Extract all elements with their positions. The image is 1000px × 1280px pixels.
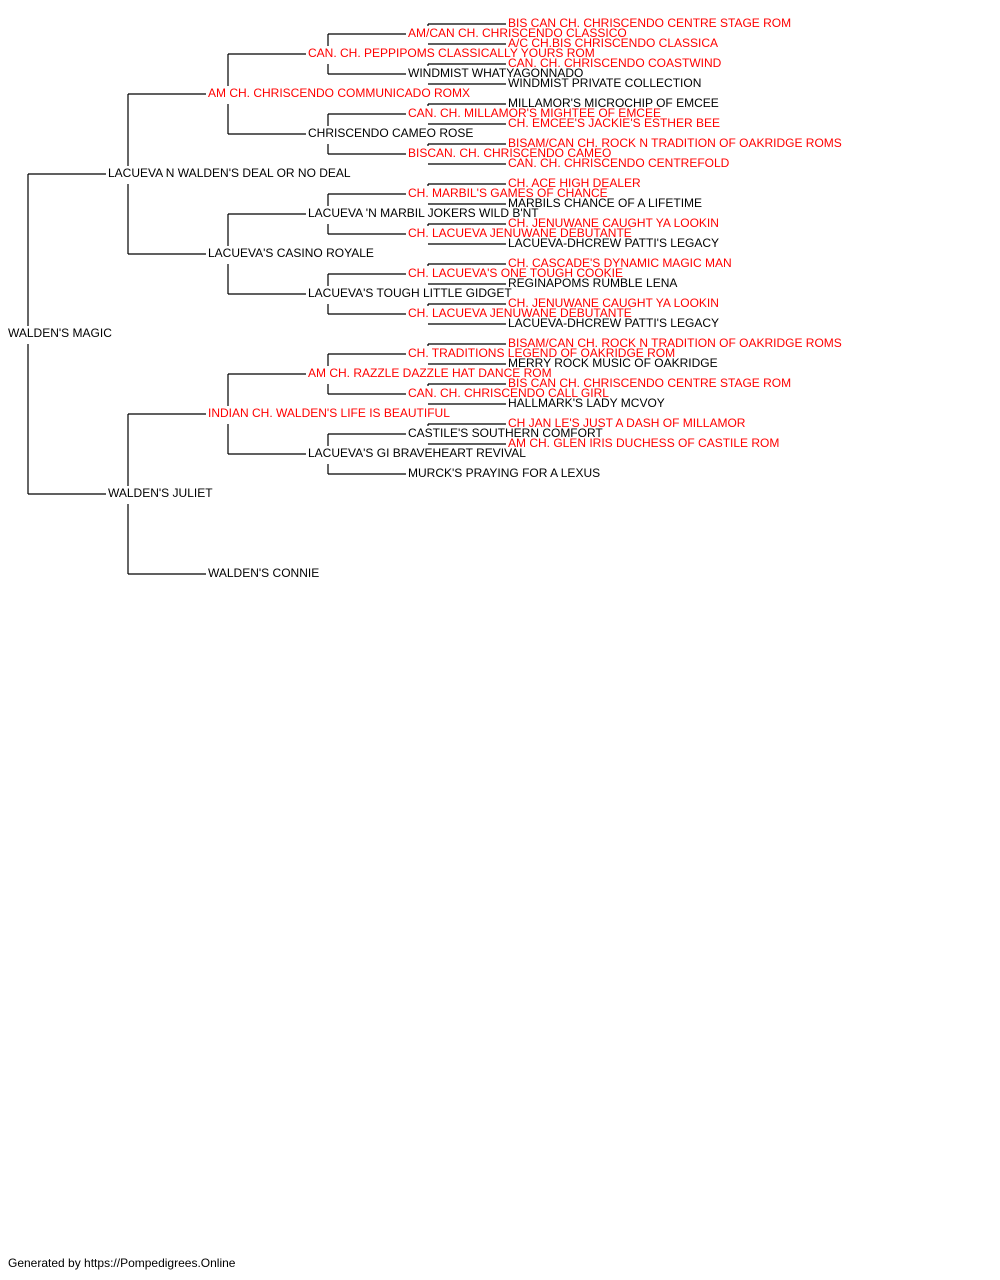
ancestor-name: BIS CAN CH. CHRISCENDO CENTRE STAGE ROM bbox=[508, 16, 791, 30]
ancestor-name: WALDEN'S CONNIE bbox=[208, 566, 319, 580]
ancestor-name: CAN. CH. MILLAMOR'S MIGHTEE OF EMCEE bbox=[408, 106, 661, 120]
ancestor-name: LACUEVA'S GI BRAVEHEART REVIVAL bbox=[308, 446, 526, 460]
ancestor-name: BISAM/CAN CH. ROCK N TRADITION OF OAKRID… bbox=[508, 336, 842, 350]
ancestor-name: BISCAN. CH. CHRISCENDO CAMEO bbox=[408, 146, 611, 160]
ancestor-name: INDIAN CH. WALDEN'S LIFE IS BEAUTIFUL bbox=[208, 406, 450, 420]
ancestor-name: BISAM/CAN CH. ROCK N TRADITION OF OAKRID… bbox=[508, 136, 842, 150]
ancestor-name: MARBILS CHANCE OF A LIFETIME bbox=[508, 196, 702, 210]
ancestor-name: CH. TRADITIONS LEGEND OF OAKRIDGE ROM bbox=[408, 346, 675, 360]
ancestor-name: CAN. CH. CHRISCENDO CALL GIRL bbox=[408, 386, 609, 400]
ancestor-name: LACUEVA 'N MARBIL JOKERS WILD B'NT bbox=[308, 206, 539, 220]
pedigree-names: WALDEN'S MAGIC LACUEVA N WALDEN'S DEAL OR… bbox=[8, 16, 842, 580]
ancestor-name: A/C CH.BIS CHRISCENDO CLASSICA bbox=[508, 36, 718, 50]
ancestor-name: AM CH. CHRISCENDO COMMUNICADO ROMX bbox=[208, 86, 470, 100]
ancestor-name: CAN. CH. CHRISCENDO CENTREFOLD bbox=[508, 156, 730, 170]
ancestor-name: MURCK'S PRAYING FOR A LEXUS bbox=[408, 466, 600, 480]
ancestor-name: MILLAMOR'S MICROCHIP OF EMCEE bbox=[508, 96, 719, 110]
ancestor-name: HALLMARK'S LADY MCVOY bbox=[508, 396, 665, 410]
ancestor-name: REGINAPOMS RUMBLE LENA bbox=[508, 276, 677, 290]
ancestor-name: CH. CASCADE'S DYNAMIC MAGIC MAN bbox=[508, 256, 732, 270]
ancestor-name: CAN. CH. PEPPIPOMS CLASSICALLY YOURS ROM bbox=[308, 46, 595, 60]
ancestor-name: LACUEVA-DHCREW PATTI'S LEGACY bbox=[508, 236, 719, 250]
ancestor-name: CH. LACUEVA JENUWANE DEBUTANTE bbox=[408, 226, 632, 240]
ancestor-name: AM CH. RAZZLE DAZZLE HAT DANCE ROM bbox=[308, 366, 552, 380]
ancestor-name: LACUEVA'S TOUGH LITTLE GIDGET bbox=[308, 286, 512, 300]
ancestor-name: AM CH. GLEN IRIS DUCHESS OF CASTILE ROM bbox=[508, 436, 779, 450]
subject-name: WALDEN'S MAGIC bbox=[8, 326, 112, 340]
pedigree-connectors bbox=[27, 23, 506, 575]
ancestor-name: LACUEVA-DHCREW PATTI'S LEGACY bbox=[508, 316, 719, 330]
ancestor-name: CH. JENUWANE CAUGHT YA LOOKIN bbox=[508, 296, 719, 310]
ancestor-name: CH. JENUWANE CAUGHT YA LOOKIN bbox=[508, 216, 719, 230]
ancestor-name: CHRISCENDO CAMEO ROSE bbox=[308, 126, 473, 140]
ancestor-name: LACUEVA'S CASINO ROYALE bbox=[208, 246, 374, 260]
ancestor-name: CH. LACUEVA JENUWANE DEBUTANTE bbox=[408, 306, 632, 320]
ancestor-name: WINDMIST WHATYAGONNADO bbox=[408, 66, 583, 80]
ancestor-name: CH. MARBIL'S GAMES OF CHANCE bbox=[408, 186, 608, 200]
ancestor-name: WALDEN'S JULIET bbox=[108, 486, 213, 500]
ancestor-name: LACUEVA N WALDEN'S DEAL OR NO DEAL bbox=[108, 166, 351, 180]
ancestor-name: WINDMIST PRIVATE COLLECTION bbox=[508, 76, 701, 90]
ancestor-name: CH. EMCEE'S JACKIE'S ESTHER BEE bbox=[508, 116, 720, 130]
ancestor-name: CAN. CH. CHRISCENDO COASTWIND bbox=[508, 56, 722, 70]
ancestor-name: CH. ACE HIGH DEALER bbox=[508, 176, 641, 190]
ancestor-name: CH JAN LE'S JUST A DASH OF MILLAMOR bbox=[508, 416, 746, 430]
generated-by-footer: Generated by https://Pompedigrees.Online bbox=[8, 1256, 236, 1270]
ancestor-name: CH. LACUEVA'S ONE TOUGH COOKIE bbox=[408, 266, 623, 280]
ancestor-name: CASTILE'S SOUTHERN COMFORT bbox=[408, 426, 603, 440]
ancestor-name: BIS CAN CH. CHRISCENDO CENTRE STAGE ROM bbox=[508, 376, 791, 390]
ancestor-name: AM/CAN CH. CHRISCENDO CLASSICO bbox=[408, 26, 627, 40]
ancestor-name: MERRY ROCK MUSIC OF OAKRIDGE bbox=[508, 356, 718, 370]
